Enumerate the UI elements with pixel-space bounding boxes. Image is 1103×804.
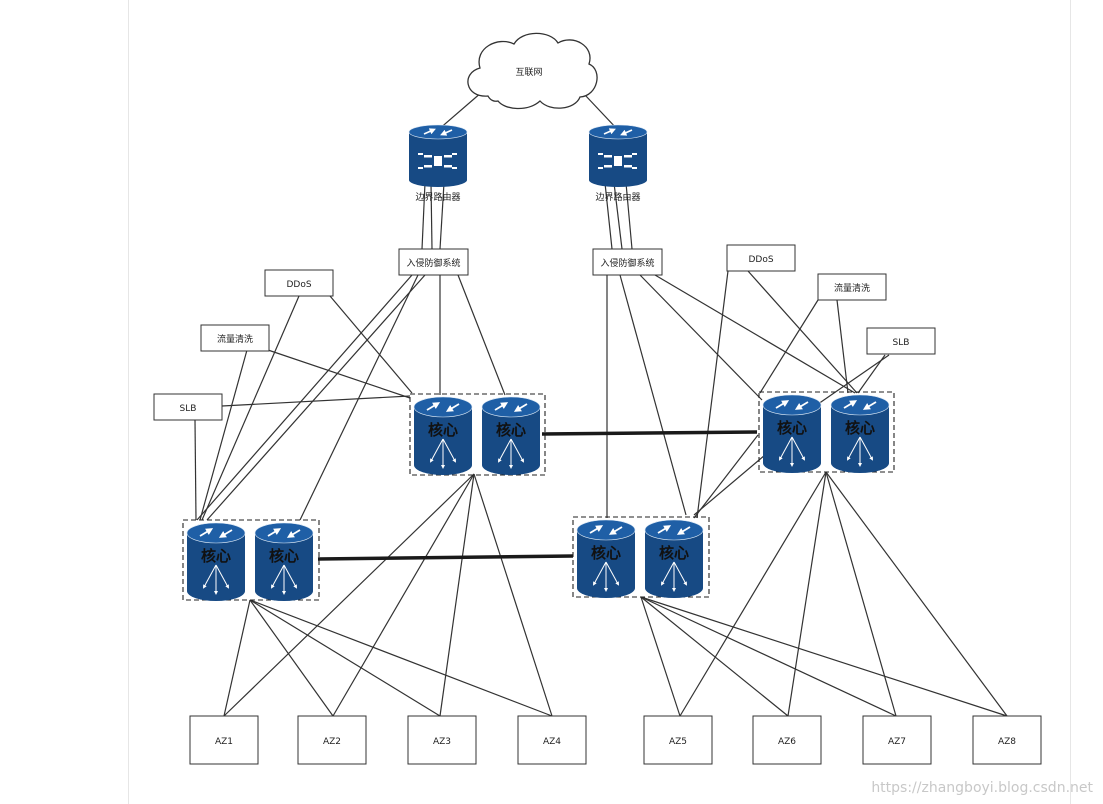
- az5-label: AZ5: [669, 737, 687, 747]
- core-switch-cylinder: 核心: [254, 522, 314, 601]
- core-label: 核心: [269, 547, 299, 565]
- core-group-frame: [409, 393, 546, 476]
- core-switch-cylinder: 核心: [644, 519, 704, 598]
- core-label: 核心: [496, 421, 526, 439]
- ips-right-label: 入侵防御系统: [600, 257, 654, 269]
- cloud-shape: [467, 32, 598, 110]
- core-switch-cylinder: 核心: [186, 522, 246, 601]
- ips-right-box: 入侵防御系统: [592, 248, 663, 276]
- ddos-right-label: DDoS: [748, 255, 773, 265]
- core-label: 核心: [591, 544, 621, 562]
- slb-left-box: SLB: [153, 393, 223, 421]
- core-group-frame: [758, 391, 895, 473]
- watermark: https://zhangboyi.blog.csdn.net: [871, 780, 1093, 796]
- flow-left-label: 流量清洗: [217, 333, 253, 345]
- az3-box: AZ3: [407, 715, 477, 765]
- flow-left-box: 流量清洗: [200, 324, 270, 352]
- router-right-device: 边界路由器: [588, 124, 648, 203]
- core-switch-cylinder: 核心: [830, 394, 890, 473]
- slb-left-label: SLB: [180, 404, 197, 414]
- core-group-frame: [572, 516, 710, 598]
- az-boxes: AZ1 AZ2 AZ3 AZ4 AZ5 AZ6 AZ7 AZ8: [189, 715, 1042, 765]
- az1-label: AZ1: [215, 737, 233, 747]
- cloud-label: 互联网: [515, 67, 542, 78]
- ddos-left-box: DDoS: [264, 269, 334, 297]
- core-label: 核心: [201, 547, 231, 565]
- connector-lines: [194, 91, 1008, 717]
- az1-box: AZ1: [189, 715, 259, 765]
- ips-left-box: 入侵防御系统: [398, 248, 469, 276]
- az7-box: AZ7: [862, 715, 932, 765]
- az3-label: AZ3: [433, 737, 451, 747]
- ddos-left-label: DDoS: [286, 280, 311, 290]
- core-top-left: 核心 核心: [409, 393, 546, 476]
- core-interconnect-lines: [317, 430, 758, 561]
- az7-label: AZ7: [888, 737, 906, 747]
- core-label: 核心: [845, 419, 875, 437]
- router-right-label: 边界路由器: [595, 191, 640, 203]
- routers-layer: 边界路由器 边界路由器: [408, 124, 648, 203]
- core-label: 核心: [777, 419, 807, 437]
- az5-box: AZ5: [643, 715, 713, 765]
- core-bottom-left: 核心 核心: [182, 519, 320, 601]
- slb-right-label: SLB: [893, 338, 910, 348]
- core-switch-cylinder: 核心: [481, 396, 541, 475]
- az2-box: AZ2: [297, 715, 367, 765]
- left-margin-rule: [128, 0, 129, 804]
- core-switch-cylinder: 核心: [413, 396, 473, 475]
- internet-cloud: 互联网: [467, 32, 598, 110]
- core-bottom-right: 核心 核心: [572, 516, 710, 598]
- flow-right-box: 流量清洗: [817, 273, 887, 301]
- flow-right-label: 流量清洗: [834, 282, 870, 294]
- core-switch-cylinder: 核心: [762, 394, 822, 473]
- ips-left-label: 入侵防御系统: [406, 257, 460, 269]
- right-margin-rule: [1070, 0, 1071, 804]
- core-top-right: 核心 核心: [758, 391, 895, 473]
- router-left-label: 边界路由器: [415, 191, 460, 203]
- ddos-right-box: DDoS: [726, 244, 796, 272]
- core-switch-groups: 核心核心核心核心核心核心核心核心: [182, 391, 895, 601]
- core-switch-cylinder: 核心: [576, 519, 636, 598]
- az8-label: AZ8: [998, 737, 1016, 747]
- az2-label: AZ2: [323, 737, 341, 747]
- core-label: 核心: [428, 421, 458, 439]
- az8-box: AZ8: [972, 715, 1042, 765]
- az4-box: AZ4: [517, 715, 587, 765]
- az6-box: AZ6: [752, 715, 822, 765]
- az6-label: AZ6: [778, 737, 796, 747]
- az4-label: AZ4: [543, 737, 561, 747]
- router-left-device: 边界路由器: [408, 124, 468, 203]
- core-group-frame: [182, 519, 320, 601]
- slb-right-box: SLB: [866, 327, 936, 355]
- core-label: 核心: [659, 544, 689, 562]
